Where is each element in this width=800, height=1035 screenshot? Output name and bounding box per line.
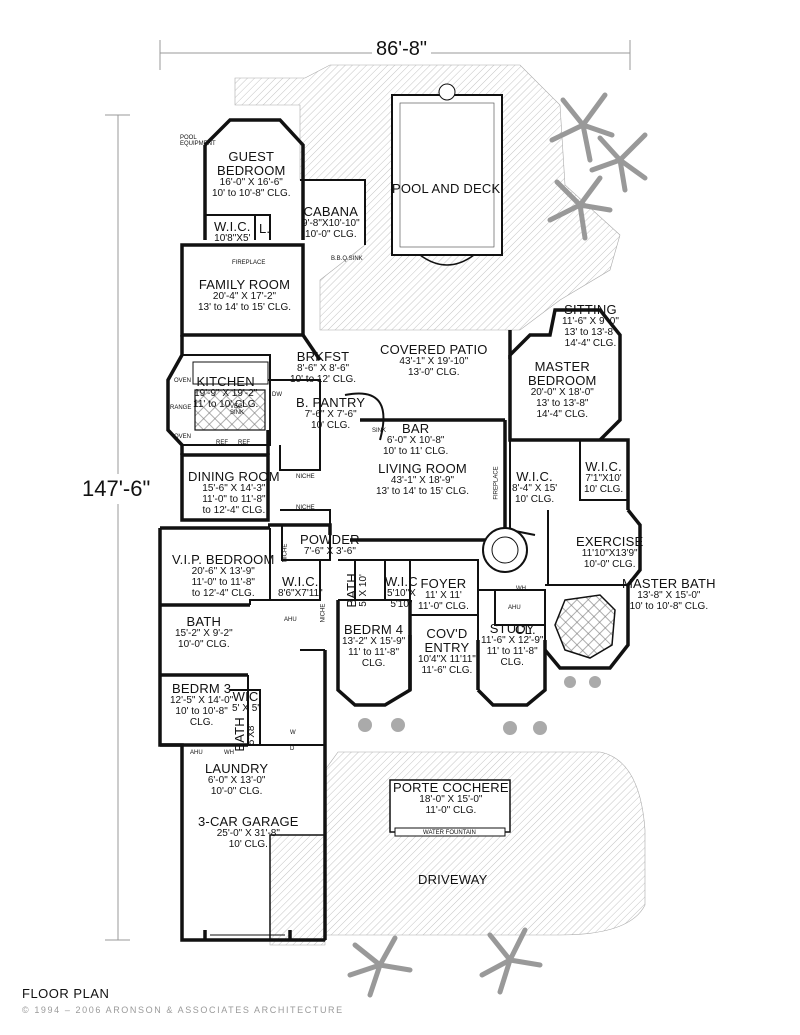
porte-cochere-paving [324,751,646,936]
tag-dishwasher: DW [272,392,282,398]
master-bath-tub [554,594,616,659]
tag-range: RANGE [170,405,192,411]
tag-oven-1: OVEN [174,378,192,384]
tag-ahu-1: AHU [284,617,297,623]
room-wic-master-1: W.I.C. 8'-4" X 15' 10' CLG. [512,469,558,505]
copyright-notice: © 1994 – 2006 ARONSON & ASSOCIATES ARCHI… [22,1005,344,1015]
room-vip-bedroom: V.I.P. BEDROOM 20'-6" X 13'-9" 11'-0" to… [172,552,275,599]
tag-sink: SINK [372,428,387,434]
room-family-room: FAMILY ROOM 20'-4" X 17'-2" 13' to 14' t… [198,277,292,313]
room-porte-cochere: PORTE COCHERE 18'-0" X 15'-0" 11'-0" CLG… [393,780,509,816]
tag-ref-1: REF [216,440,228,446]
room-breakfast: BRKFST 8'-6" X 8'-6" 10' to 12' CLG. [290,349,357,385]
room-pool-deck: POOL AND DECK [392,181,501,196]
room-wic-master-2: W.I.C. 7'1"X10' 10' CLG. [584,459,624,495]
room-powder: POWDER 7'-6" X 3'-6" [300,532,360,558]
tag-niche-1: NICHE [296,474,315,480]
room-foyer: FOYER 11' X 11' 11'-0" CLG. [418,576,469,612]
room-covered-patio: COVERED PATIO 43'-1" X 19'-10" 13'-0" CL… [380,342,488,378]
kitchen-island [192,361,269,431]
room-bath-5x10: BATH 5' X 10' [343,573,369,608]
garage-door [210,834,326,941]
tag-niche-2: NICHE [296,505,315,511]
room-bath-3: BATH 5'X8' [231,717,257,752]
room-closet: CL. [515,622,536,637]
room-guest-wic: W.I.C. 10'8"X5' [214,219,251,245]
tag-water-heater-2: WH [224,750,234,756]
room-vip-bath: BATH 15'-2" X 9'-2" 10'-0" CLG. [175,614,233,650]
room-bedroom-4: BEDRM 4 13'-2" X 15'-9" 11' to 11'-8" CL… [342,622,406,669]
tag-water-heater-1: WH [516,586,526,592]
room-exercise: EXERCISE 11'10"X13'9" 10'-0" CLG. [576,534,644,570]
room-study: STUDY 11'-6" X 12'-9" 11' to 11'-8" CLG. [481,621,544,668]
tag-bbq-sink: B.B.Q.SINK [331,256,363,262]
room-living-room: LIVING ROOM 43'-1" X 18'-9" 13' to 14' t… [376,461,470,497]
width-dimension: 86'-8" [372,38,431,61]
room-bedroom-3: BEDRM 3 12'-5" X 14'-0" 10' to 10'-8" CL… [170,681,234,728]
tag-niche-3: NICHE [282,543,289,563]
room-master-bedroom: MASTER BEDROOM 20'-0" X 18'-0" 13' to 13… [528,359,597,420]
room-sitting: SITTING 11'-6" X 9'-0" 13' to 13'-8" 14'… [562,302,619,349]
depth-dimension-line [105,114,130,941]
room-dining-room: DINING ROOM 15'-6" X 14'-3" 11'-0" to 11… [188,469,280,516]
tag-niche-4: NICHE [320,603,327,623]
room-guest-linen: L. [259,221,271,236]
palm-tree-5 [479,927,543,995]
room-garage: 3-CAR GARAGE 25'-0" X 31'-8" 10' CLG. [198,814,299,850]
tag-pool-equipment: POOL EQUIPMENT [180,135,216,147]
tag-dryer: D [290,746,295,752]
exercise-rotunda [482,527,528,573]
tag-ref-2: REF [238,440,250,446]
room-bar: BAR 6'-0" X 10'-8" 10' to 11' CLG. [383,421,449,457]
driveway-paving [269,834,326,946]
room-wic-3: WIC 5' X 5' [232,689,260,715]
tag-fireplace-living: FIREPLACE [493,466,500,500]
tag-ahu-2: AHU [508,605,521,611]
palm-tree-4 [347,935,413,998]
tag-ahu-3: AHU [190,750,203,756]
tag-oven-2: OVEN [174,434,192,440]
room-vip-wic: W.I.C. 8'6"X7'11" [278,574,323,600]
floor-plan-title: FLOOR PLAN [22,986,110,1001]
room-kitchen: KITCHEN 19'-9" X 19'-2" 11' to 10' CLG. [193,374,259,410]
palm-tree-3 [547,175,613,241]
tag-water-fountain: WATER FOUNTAIN [423,830,476,836]
room-covered-entry: COV'D ENTRY 10'4"X 11'11" 11'-6" CLG. [418,626,476,676]
shrub-cluster [358,676,601,735]
bar-curve [344,392,385,441]
room-guest-bedroom: GUEST BEDROOM 16'-0" X 16'-6" 10' to 10'… [212,149,291,199]
palm-tree-1 [549,92,615,163]
room-driveway: DRIVEWAY [418,872,488,887]
room-wic-small: W.I.C 5'10"X 5'10" [385,574,418,610]
room-cabana: CABANA 9'-8"X10'-10" 10'-0" CLG. [302,204,360,240]
tag-veg-sink: VEG SINK [230,404,245,416]
room-master-bath: MASTER BATH 13'-8" X 15'-0" 10' to 10'-8… [622,576,716,612]
palm-tree-2 [589,132,648,193]
tag-washer: W [290,730,296,736]
depth-dimension: 147'-6" [82,474,151,504]
room-laundry: LAUNDRY 6'-0" X 13'-0" 10'-0" CLG. [205,761,269,797]
room-butler-pantry: B. PANTRY 7'-6" X 7'-6" 10' CLG. [296,395,366,431]
tag-fireplace-family: FIREPLACE [232,260,266,266]
pool [391,83,503,266]
